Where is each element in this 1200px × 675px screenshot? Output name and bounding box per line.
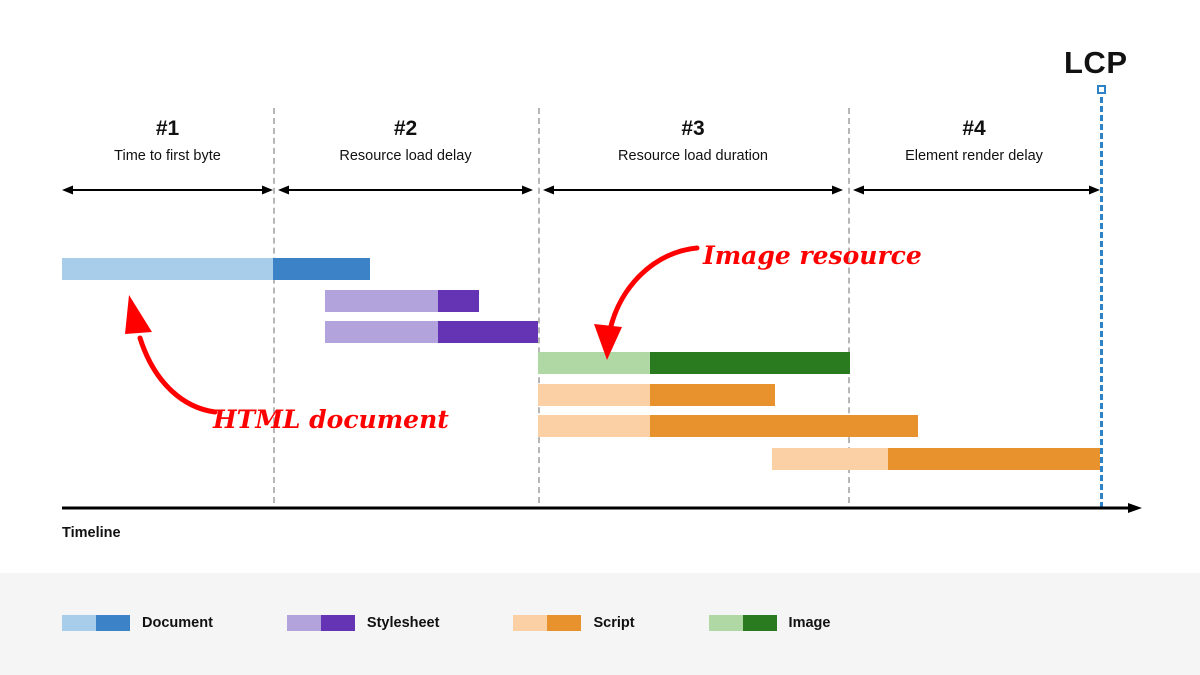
lcp-dashed-line bbox=[1100, 88, 1103, 508]
legend-item-script: Script bbox=[513, 615, 635, 631]
bar-stylesheet-1-waiting bbox=[325, 290, 438, 312]
bar-script-2-waiting bbox=[538, 415, 650, 437]
waterfall-plot-area: LCP #1 Time to first byte #2 Resource lo… bbox=[62, 45, 1142, 541]
bar-document-waiting bbox=[62, 258, 273, 280]
html-document-annotation: HTML document bbox=[213, 405, 449, 434]
legend-swatch-document-icon bbox=[62, 615, 130, 631]
bar-document-download bbox=[273, 258, 370, 280]
bar-stylesheet-1-download bbox=[438, 290, 479, 312]
html-document-arrow-icon bbox=[110, 290, 220, 415]
bar-script-1-waiting bbox=[538, 384, 650, 406]
phase-3-arrow-icon bbox=[543, 184, 843, 196]
bar-stylesheet-2-download bbox=[438, 321, 538, 343]
bar-stylesheet-2 bbox=[325, 321, 538, 343]
legend: Document Stylesheet Script Image bbox=[0, 573, 1200, 675]
bar-script-2-download bbox=[650, 415, 918, 437]
phase-4: #4 Element render delay bbox=[848, 116, 1100, 167]
phase-1-label: Time to first byte bbox=[114, 148, 221, 164]
legend-swatch-image-icon bbox=[708, 615, 777, 631]
phase-4-arrow-icon bbox=[853, 184, 1100, 196]
bar-image-waiting bbox=[538, 352, 650, 374]
lcp-marker-square-icon bbox=[1097, 85, 1106, 94]
bar-script-3 bbox=[772, 448, 1100, 470]
legend-label-stylesheet: Stylesheet bbox=[366, 615, 440, 631]
phase-2: #2 Resource load delay bbox=[273, 116, 538, 167]
bar-script-3-download bbox=[888, 448, 1100, 470]
phase-divider-1 bbox=[273, 108, 275, 503]
bar-script-2 bbox=[538, 415, 918, 437]
timeline-axis bbox=[62, 503, 1142, 513]
phase-2-label: Resource load delay bbox=[339, 148, 472, 164]
phase-1-number: #1 bbox=[155, 117, 180, 140]
phase-4-label: Element render delay bbox=[905, 148, 1043, 164]
lcp-label: LCP bbox=[1064, 45, 1128, 80]
bar-script-3-waiting bbox=[772, 448, 888, 470]
phase-2-number: #2 bbox=[393, 117, 418, 140]
legend-item-document: Document bbox=[62, 615, 213, 631]
phase-3-number: #3 bbox=[681, 117, 705, 140]
legend-label-image: Image bbox=[788, 615, 831, 631]
legend-item-image: Image bbox=[708, 615, 831, 631]
legend-item-stylesheet: Stylesheet bbox=[286, 615, 440, 631]
image-resource-annotation: Image resource bbox=[703, 241, 922, 270]
phase-1: #1 Time to first byte bbox=[62, 116, 273, 167]
bar-stylesheet-2-waiting bbox=[325, 321, 438, 343]
phase-2-arrow-icon bbox=[278, 184, 533, 196]
legend-swatch-stylesheet-icon bbox=[286, 615, 355, 631]
image-resource-arrow-icon bbox=[585, 238, 700, 363]
phase-3-label: Resource load duration bbox=[618, 148, 768, 164]
phase-divider-3 bbox=[848, 108, 850, 503]
bar-script-1-download bbox=[650, 384, 775, 406]
phase-divider-2 bbox=[538, 108, 540, 503]
phase-3: #3 Resource load duration bbox=[538, 116, 848, 167]
legend-label-script: Script bbox=[593, 615, 635, 631]
phase-1-arrow-icon bbox=[62, 184, 273, 196]
bar-script-1 bbox=[538, 384, 775, 406]
bar-stylesheet-1 bbox=[325, 290, 479, 312]
legend-swatch-script-icon bbox=[513, 615, 582, 631]
legend-label-document: Document bbox=[142, 615, 213, 631]
phase-4-number: #4 bbox=[962, 117, 986, 140]
bar-image-download bbox=[650, 352, 850, 374]
bar-document bbox=[62, 258, 370, 280]
legend-items: Document Stylesheet Script Image bbox=[62, 615, 904, 631]
bar-image bbox=[538, 352, 850, 374]
timeline-axis-label: Timeline bbox=[62, 525, 121, 541]
